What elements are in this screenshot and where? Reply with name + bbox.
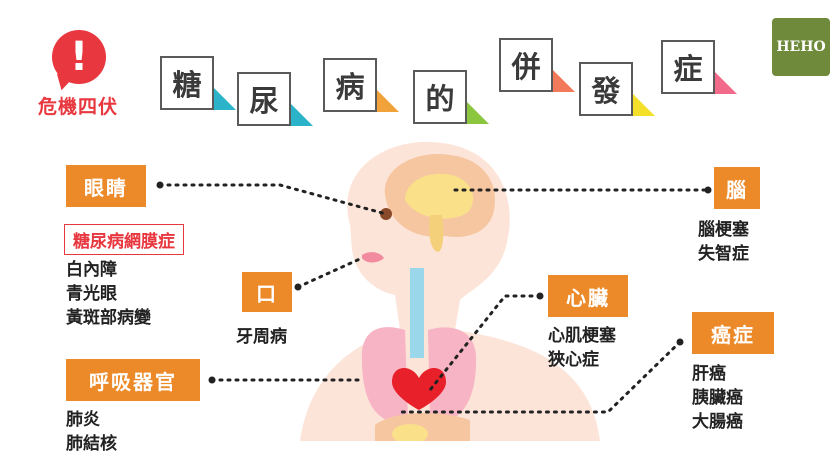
connector-end-respiratory bbox=[208, 376, 216, 384]
mouth-item: 牙周病 bbox=[236, 327, 287, 347]
brand-logo: HEHO bbox=[772, 18, 830, 76]
mouth-label: 口 bbox=[242, 272, 292, 312]
exclamation-icon: ! bbox=[69, 34, 89, 80]
list-item: 腦梗塞 bbox=[698, 220, 749, 240]
cancer-label: 癌症 bbox=[692, 312, 774, 354]
eyes-list: 白內障 青光眼 黃斑部病變 bbox=[66, 258, 151, 330]
list-item: 狹心症 bbox=[548, 350, 599, 370]
title-accent-7 bbox=[715, 72, 737, 94]
connector-end-heart bbox=[536, 292, 544, 300]
eye-dot bbox=[380, 208, 392, 220]
lips-shape bbox=[362, 252, 384, 263]
title-char-6: 發 bbox=[579, 62, 633, 116]
badge-label: 危機四伏 bbox=[38, 96, 119, 118]
list-item: 失智症 bbox=[698, 244, 749, 264]
eyes-label: 眼睛 bbox=[66, 165, 146, 207]
list-item: 肺結核 bbox=[66, 434, 117, 454]
brain-label: 腦 bbox=[714, 167, 760, 209]
connector-end-mouth bbox=[294, 283, 302, 291]
trachea bbox=[410, 268, 424, 358]
connector-heart bbox=[428, 294, 542, 392]
list-item: 心肌梗塞 bbox=[548, 326, 616, 346]
title-accent-3 bbox=[377, 90, 399, 112]
connector-end-cancer bbox=[676, 338, 684, 346]
list-item: 大腸癌 bbox=[692, 412, 743, 432]
left-lung bbox=[361, 327, 408, 422]
list-item: 胰臟癌 bbox=[692, 388, 743, 408]
title-char-7: 症 bbox=[661, 40, 715, 94]
title-accent-5 bbox=[553, 70, 575, 92]
title-accent-2 bbox=[291, 104, 313, 126]
title-char-5: 併 bbox=[499, 38, 553, 92]
list-item: 肺炎 bbox=[66, 410, 100, 430]
title-char-4: 的 bbox=[413, 70, 467, 124]
title-accent-1 bbox=[214, 88, 236, 110]
right-lung bbox=[428, 327, 477, 422]
title-char-1: 糖 bbox=[160, 56, 214, 110]
stomach-shape bbox=[392, 424, 428, 441]
list-item: 青光眼 bbox=[66, 284, 117, 304]
list-item: 黃斑部病變 bbox=[66, 308, 151, 328]
title-accent-6 bbox=[633, 94, 655, 116]
title-char-3: 病 bbox=[323, 58, 377, 112]
heart-shape bbox=[392, 367, 446, 410]
alert-bubble-icon bbox=[52, 30, 106, 84]
list-item: 肝癌 bbox=[692, 364, 726, 384]
brain-inner bbox=[405, 173, 474, 219]
heart-list: 心肌梗塞 狹心症 bbox=[548, 324, 616, 372]
list-item: 白內障 bbox=[66, 260, 117, 280]
cancer-list: 肝癌 胰臟癌 大腸癌 bbox=[692, 362, 743, 434]
connector-end-brain bbox=[704, 186, 712, 194]
connector-end-eyes bbox=[156, 181, 164, 189]
connector-mouth bbox=[296, 256, 364, 289]
connector-cancer bbox=[398, 340, 682, 414]
title-accent-4 bbox=[467, 102, 489, 124]
brain-list: 腦梗塞 失智症 bbox=[698, 218, 749, 266]
heart-label: 心臟 bbox=[548, 275, 628, 317]
body-illustration bbox=[156, 141, 712, 441]
respiratory-list: 肺炎 肺結核 bbox=[66, 408, 117, 456]
eyes-highlight: 糖尿病網膜症 bbox=[64, 224, 184, 255]
connector-eyes bbox=[158, 183, 388, 216]
respiratory-label: 呼吸器官 bbox=[66, 359, 200, 401]
brain-stem bbox=[429, 215, 444, 252]
title-char-2: 尿 bbox=[237, 72, 291, 126]
